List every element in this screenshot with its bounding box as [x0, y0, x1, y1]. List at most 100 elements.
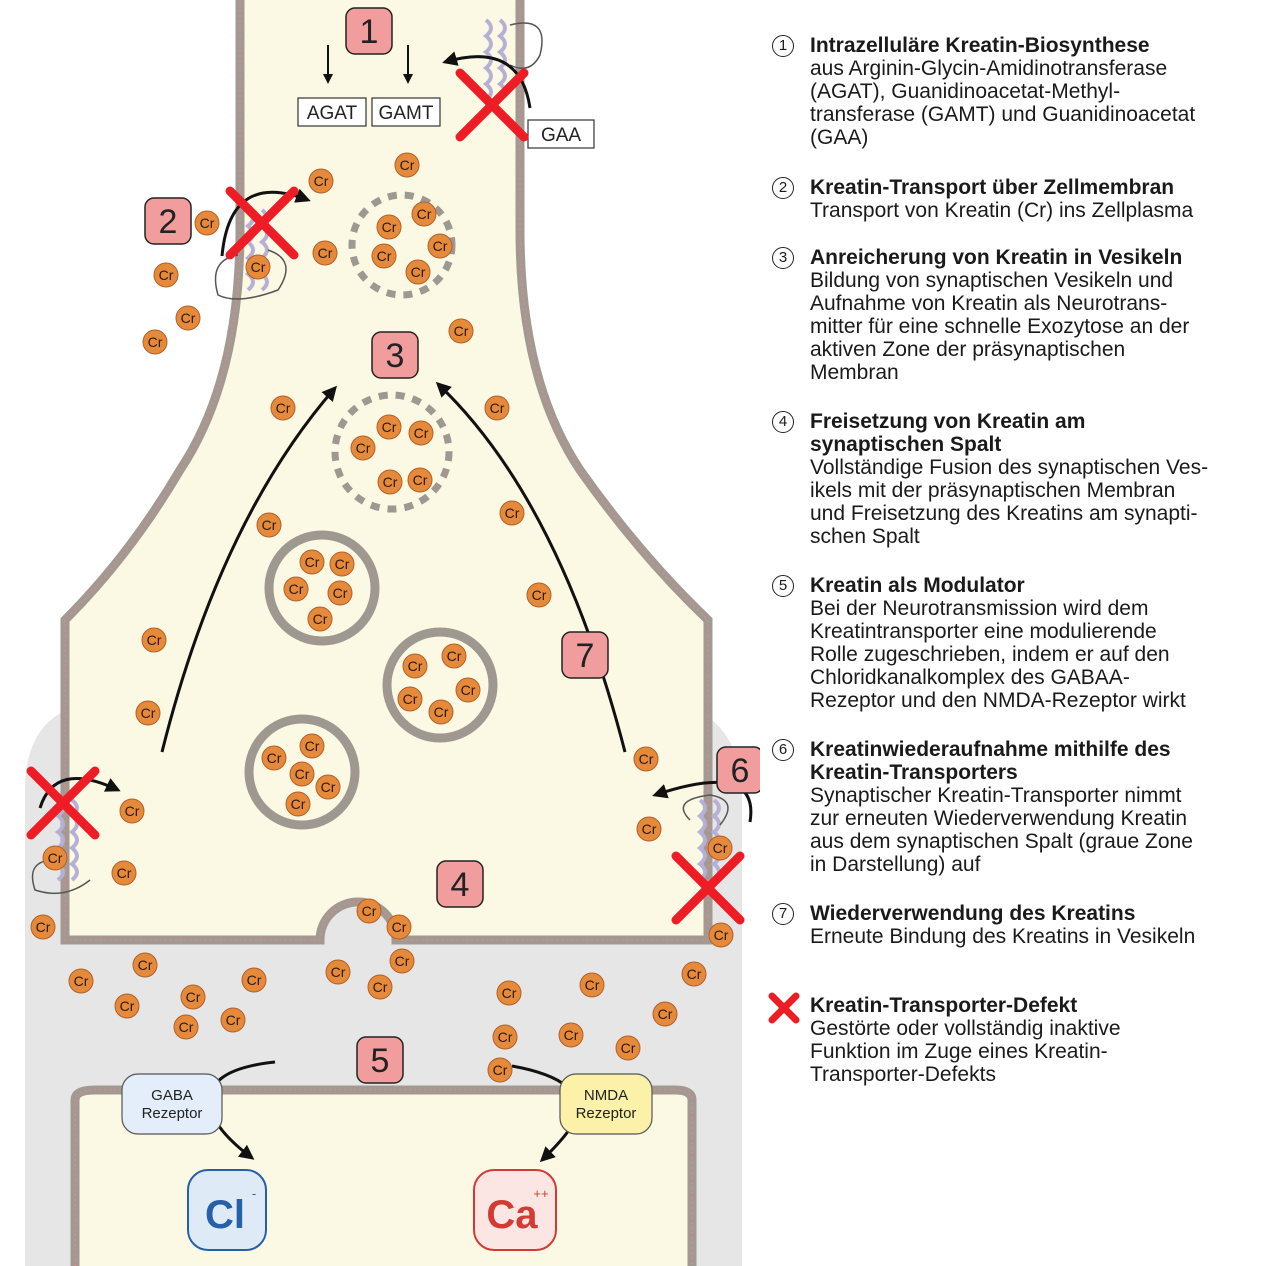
arrow-reuptake-left: [38, 776, 121, 809]
defect-cross-icon: [671, 851, 745, 925]
creatine-molecule: Cr: [299, 733, 325, 759]
legend-title: Kreatin-Transporter-Defekt: [810, 994, 1078, 1017]
creatine-molecule: Cr: [681, 961, 707, 987]
defect-cross-icon: [768, 992, 800, 1024]
creatine-molecule: Cr: [299, 549, 325, 575]
svg-text:++: ++: [533, 1186, 548, 1201]
svg-text:Cr: Cr: [621, 1040, 636, 1056]
svg-text:2: 2: [159, 203, 178, 241]
creatine-molecule: Cr: [615, 1035, 641, 1061]
creatine-synapse-diagram: AGAT GAMT GAA CrCrCrCrCrCrCrCrCrCrCrCrCr…: [25, 0, 760, 1266]
legend-title: Kreatinwiederaufnahme mithilfe des: [810, 738, 1171, 761]
svg-text:Cr: Cr: [585, 977, 600, 993]
svg-text:Cr: Cr: [295, 766, 310, 782]
svg-text:Cr: Cr: [413, 472, 428, 488]
legend-number: 5: [772, 575, 794, 597]
svg-text:1: 1: [360, 13, 379, 51]
legend-text: Rezeptor und den NMDA-Rezeptor wirkt: [810, 689, 1186, 712]
svg-text:-: -: [252, 1186, 256, 1201]
legend-text: aus Arginin-Glycin-Amidinotransferase: [810, 57, 1168, 80]
step-badge-1: 1: [345, 7, 393, 55]
svg-text:Cr: Cr: [181, 310, 196, 326]
svg-text:NMDA: NMDA: [584, 1087, 628, 1104]
legend-number: 4: [772, 411, 794, 433]
transporter-protein-1: [482, 18, 543, 102]
creatine-molecule: Cr: [386, 914, 412, 940]
enzyme-agat: AGAT: [297, 97, 367, 127]
svg-text:Cr: Cr: [141, 705, 156, 721]
svg-text:Cr: Cr: [454, 323, 469, 339]
svg-text:Cr: Cr: [532, 587, 547, 603]
creatine-molecule: Cr: [135, 700, 161, 726]
svg-text:7: 7: [576, 637, 595, 675]
creatine-molecule: Cr: [487, 1057, 513, 1083]
legend-text: Bei der Neurotransmission wird dem: [810, 597, 1149, 620]
legend-text: in Darstellung) auf: [810, 853, 981, 876]
svg-text:GAMT: GAMT: [379, 103, 434, 124]
svg-text:Cr: Cr: [120, 998, 135, 1014]
creatine-molecule: Cr: [526, 582, 552, 608]
svg-text:Cr: Cr: [642, 821, 657, 837]
enzyme-gamt: GAMT: [371, 97, 441, 127]
creatine-molecule: Cr: [194, 210, 220, 236]
svg-text:Cr: Cr: [433, 238, 448, 254]
svg-text:Cr: Cr: [461, 682, 476, 698]
creatine-molecule: Cr: [285, 791, 311, 817]
legend-text: Transporter-Defekts: [810, 1063, 996, 1086]
arrow-step-7-right: [435, 381, 627, 753]
creatine-molecule: Cr: [408, 420, 434, 446]
creatine-molecule: Cr: [30, 914, 56, 940]
svg-text:Cr: Cr: [447, 648, 462, 664]
svg-text:Cr: Cr: [318, 245, 333, 261]
legend-number: 3: [772, 247, 794, 269]
creatine-molecule: Cr: [180, 984, 206, 1010]
svg-text:AGAT: AGAT: [307, 103, 358, 124]
svg-text:Cr: Cr: [400, 157, 415, 173]
creatine-molecule: Cr: [307, 606, 333, 632]
nmda-receptor: NMDA Rezeptor: [559, 1073, 653, 1135]
svg-text:Cr: Cr: [289, 581, 304, 597]
creatine-molecule: Cr: [376, 214, 402, 240]
svg-text:Cr: Cr: [382, 419, 397, 435]
svg-text:Cr: Cr: [392, 919, 407, 935]
creatine-molecule: Cr: [220, 1007, 246, 1033]
svg-text:GAA: GAA: [541, 125, 581, 146]
creatine-molecule: Cr: [558, 1022, 584, 1048]
svg-text:Cr: Cr: [331, 964, 346, 980]
legend-title: synaptischen Spalt: [810, 433, 1002, 456]
svg-text:Cr: Cr: [333, 585, 348, 601]
creatine-molecule: Cr: [350, 435, 376, 461]
creatine-molecule: Cr: [153, 262, 179, 288]
creatine-molecule: Cr: [428, 699, 454, 725]
svg-text:Cr: Cr: [147, 632, 162, 648]
legend-text: mitter für eine schnelle Exozytose an de…: [810, 315, 1190, 338]
legend-text: schen Spalt: [810, 525, 920, 548]
creatine-molecule: Cr: [652, 1001, 678, 1027]
defect-cross-icon: [225, 186, 299, 260]
svg-text:Cl: Cl: [205, 1193, 245, 1237]
creatine-molecule: Cr: [256, 512, 282, 538]
creatine-molecule: Cr: [492, 1024, 518, 1050]
svg-text:Cr: Cr: [408, 658, 423, 674]
creatine-molecule: Cr: [283, 576, 309, 602]
svg-text:Cr: Cr: [226, 1012, 241, 1028]
svg-text:Cr: Cr: [373, 979, 388, 995]
chloride-ion: Cl -: [187, 1169, 267, 1251]
creatine-molecule: Cr: [405, 259, 431, 285]
legend-text: (AGAT), Guanidinoacetat-Methyl-: [810, 80, 1121, 103]
svg-text:Cr: Cr: [321, 779, 336, 795]
svg-text:Cr: Cr: [395, 953, 410, 969]
enzyme-gaa: GAA: [527, 119, 595, 149]
svg-text:Cr: Cr: [276, 400, 291, 416]
svg-text:Cr: Cr: [490, 400, 505, 416]
legend-text: Erneute Bindung des Kreatins in Vesikeln: [810, 925, 1196, 948]
svg-text:Cr: Cr: [414, 425, 429, 441]
legend-text: Kreatintransporter eine modulierende: [810, 620, 1157, 643]
svg-text:Cr: Cr: [505, 505, 520, 521]
svg-text:6: 6: [731, 752, 750, 790]
svg-text:Cr: Cr: [148, 334, 163, 350]
